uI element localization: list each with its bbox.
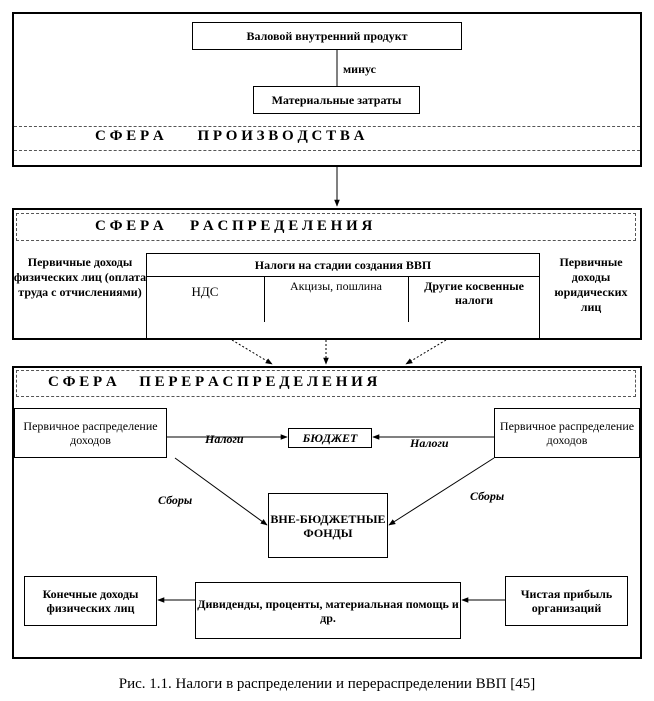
material-costs-box: Материальные затраты bbox=[253, 86, 420, 114]
fees-left-arrow bbox=[174, 457, 268, 526]
primary-individuals-text: Первичные доходы физических лиц (оплата … bbox=[13, 255, 147, 299]
production-dash-top bbox=[14, 126, 640, 127]
primary-legal-text: Первичные доходы юридических лиц bbox=[554, 255, 628, 314]
gdp-label: Валовой внутренний продукт bbox=[246, 29, 408, 43]
redistribution-title-box bbox=[16, 370, 636, 397]
taxes-right-label: Налоги bbox=[410, 436, 449, 450]
redistribution-frame bbox=[12, 366, 642, 659]
taxes-divider-1 bbox=[264, 277, 265, 322]
distribution-title-box bbox=[16, 213, 636, 241]
excise-label: Акцизы, пошлина bbox=[290, 279, 382, 293]
production-dash-bottom bbox=[14, 150, 640, 151]
primary-right-label: Первичное распределение доходов bbox=[499, 419, 635, 447]
fees-left-label: Сборы bbox=[158, 493, 193, 507]
funds-box: ВНЕ-БЮДЖЕТНЫЕ ФОНДЫ bbox=[268, 493, 388, 558]
taxes-left-label: Налоги bbox=[205, 432, 244, 446]
primary-left-box: Первичное распределение доходов bbox=[14, 408, 167, 458]
net-profit-label: Чистая прибыль организаций bbox=[520, 587, 613, 615]
budget-box: БЮДЖЕТ bbox=[288, 428, 372, 448]
other-indirect-label: Другие косвенные налоги bbox=[424, 279, 524, 307]
final-income-label: Конечные доходы физических лиц bbox=[42, 587, 139, 615]
distribution-sphere-title: С Ф Е Р А Р А С П Р Е Д Е Л Е Н И Я bbox=[95, 218, 373, 234]
budget-label: БЮДЖЕТ bbox=[302, 430, 358, 445]
primary-right-box: Первичное распределение доходов bbox=[494, 408, 640, 458]
dist-arrow-right bbox=[405, 339, 447, 365]
final-income-box: Конечные доходы физических лиц bbox=[24, 576, 157, 626]
primary-left-label: Первичное распределение доходов bbox=[23, 419, 158, 447]
taxes-column-box bbox=[146, 253, 540, 340]
production-sphere-title: С Ф Е Р А П Р О И З В О Д С Т В А bbox=[95, 128, 365, 144]
funds-label: ВНЕ-БЮДЖЕТНЫЕ ФОНДЫ bbox=[270, 511, 386, 540]
fees-right-arrow bbox=[388, 457, 495, 526]
taxes-header-label: Налоги на стадии создания ВВП bbox=[254, 258, 432, 272]
figure-caption: Рис. 1.1. Налоги в распределении и перер… bbox=[118, 676, 536, 692]
material-costs-label: Материальные затраты bbox=[271, 93, 402, 107]
dividends-label: Дивиденды, проценты, материальная помощь… bbox=[197, 596, 459, 625]
net-profit-box: Чистая прибыль организаций bbox=[505, 576, 628, 626]
production-frame bbox=[12, 12, 642, 167]
dist-arrow-left bbox=[231, 339, 273, 365]
vat-label: НДС bbox=[191, 284, 219, 299]
fees-right-label: Сборы bbox=[470, 489, 505, 503]
minus-label: минус bbox=[343, 62, 376, 76]
redistribution-sphere-title: С Ф Е Р А П Е Р Е Р А С П Р Е Д Е Л Е Н … bbox=[48, 374, 378, 390]
taxes-divider-2 bbox=[408, 277, 409, 322]
gdp-box: Валовой внутренний продукт bbox=[192, 22, 462, 50]
dividends-box: Дивиденды, проценты, материальная помощь… bbox=[195, 582, 461, 639]
distribution-frame bbox=[12, 208, 642, 340]
taxes-header-rule bbox=[146, 276, 540, 277]
